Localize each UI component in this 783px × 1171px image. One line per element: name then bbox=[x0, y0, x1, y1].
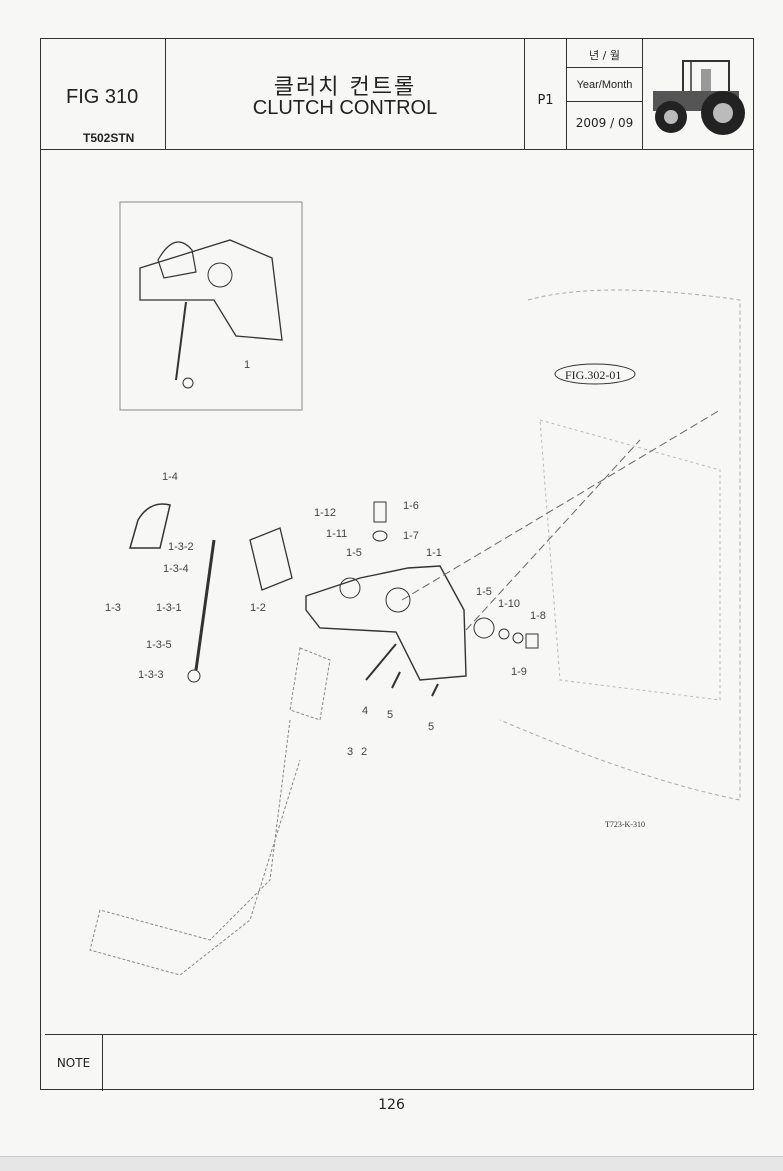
tractor-body-outline: FIG.302-01 bbox=[499, 289, 741, 801]
callout-2: 2 bbox=[361, 746, 367, 758]
callout-1-5-upper: 1-5 bbox=[346, 547, 362, 559]
revision-date: 2009 / 09 bbox=[575, 116, 634, 130]
callout-1-3-2: 1-3-2 bbox=[168, 541, 194, 553]
page-code: P1 bbox=[537, 93, 554, 108]
title-korean: 클러치 컨트롤 bbox=[273, 75, 417, 100]
callout-1-9: 1-9 bbox=[511, 666, 527, 678]
callout-1-4: 1-4 bbox=[162, 471, 178, 483]
callout-1-3-1: 1-3-1 bbox=[156, 602, 182, 614]
year-month-label: Year/Month bbox=[576, 79, 633, 91]
callout-1-12: 1-12 bbox=[314, 507, 336, 519]
callout-1-3-5: 1-3-5 bbox=[146, 639, 172, 651]
scan-edge bbox=[0, 1156, 783, 1171]
year-month-cell: 년 / 월 Year/Month 2009 / 09 bbox=[567, 39, 643, 149]
fig-number: FIG 310 bbox=[66, 86, 139, 108]
callout-1-11: 1-11 bbox=[326, 528, 347, 540]
inset-label: 1 bbox=[244, 359, 250, 371]
callout-1-7: 1-7 bbox=[403, 530, 419, 542]
model-code: T502STN bbox=[83, 131, 135, 145]
callout-1-3: 1-3 bbox=[105, 602, 121, 614]
callout-4: 4 bbox=[362, 705, 368, 717]
parts-sheet: FIG 310 T502STN 클러치 컨트롤 CLUTCH CONTROL P… bbox=[40, 38, 757, 1091]
divider bbox=[567, 101, 642, 102]
callout-3: 3 bbox=[347, 746, 353, 758]
drawing-code: T723-K-310 bbox=[605, 820, 645, 829]
title-cell: 클러치 컨트롤 CLUTCH CONTROL bbox=[166, 39, 525, 149]
callout-1-3-4: 1-3-4 bbox=[163, 563, 189, 575]
sheet-header: FIG 310 T502STN 클러치 컨트롤 CLUTCH CONTROL P… bbox=[41, 39, 753, 150]
callout-5-right: 5 bbox=[428, 721, 434, 733]
figure-reference: FIG.302-01 bbox=[565, 368, 621, 382]
clutch-assembly: T723-K-310 bbox=[89, 409, 721, 976]
title-english: CLUTCH CONTROL bbox=[252, 97, 438, 119]
exploded-parts-diagram: 1 FIG.302-01 T723-K-310 1-4 1-12 1-6 1-1 bbox=[89, 201, 741, 976]
callout-1-5-lower: 1-5 bbox=[476, 586, 492, 598]
callout-1-8: 1-8 bbox=[530, 610, 546, 622]
tractor-cell bbox=[643, 39, 755, 149]
callout-1-6: 1-6 bbox=[403, 500, 419, 512]
callout-1-3-3: 1-3-3 bbox=[138, 669, 164, 681]
callout-5-left: 5 bbox=[387, 709, 393, 721]
tractor-icon bbox=[653, 60, 745, 135]
divider bbox=[567, 67, 642, 68]
page-cell: P1 bbox=[525, 39, 567, 149]
callout-1-10: 1-10 bbox=[498, 598, 520, 610]
callout-labels: 1-4 1-12 1-6 1-11 1-7 1-3-2 1-5 1-1 1-3-… bbox=[105, 471, 546, 758]
note-label: NOTE bbox=[45, 1035, 103, 1091]
callout-1-2: 1-2 bbox=[250, 602, 266, 614]
fig-cell: FIG 310 T502STN bbox=[41, 39, 166, 149]
year-month-korean: 년 / 월 bbox=[589, 49, 620, 62]
page-number: 126 bbox=[378, 1097, 405, 1113]
inset-view: 1 bbox=[119, 201, 303, 411]
note-row: NOTE bbox=[45, 1034, 757, 1091]
callout-1-1: 1-1 bbox=[426, 547, 442, 559]
